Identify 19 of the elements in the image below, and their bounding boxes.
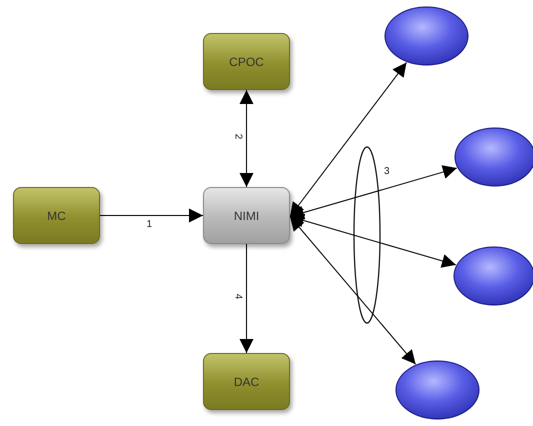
group-label: 3: [383, 166, 391, 177]
process-box: [203, 353, 290, 410]
arrow: [290, 165, 458, 220]
node-label: CPOC: [229, 54, 264, 68]
arrow: [290, 62, 407, 217]
arrow: [290, 216, 416, 365]
ellipse-shape: [395, 360, 480, 420]
node-label: MC: [47, 208, 66, 222]
process-box: [203, 33, 290, 90]
process-box: [13, 187, 100, 244]
process-box: [203, 187, 290, 244]
arrow: [100, 208, 204, 222]
edge-label: 1: [146, 218, 154, 230]
arrow: [290, 214, 456, 268]
ellipse-shape: [384, 6, 469, 66]
arrow: [240, 90, 254, 188]
arrow: [240, 244, 254, 354]
node-label: NIMI: [234, 208, 260, 222]
node-label: DAC: [234, 374, 260, 388]
